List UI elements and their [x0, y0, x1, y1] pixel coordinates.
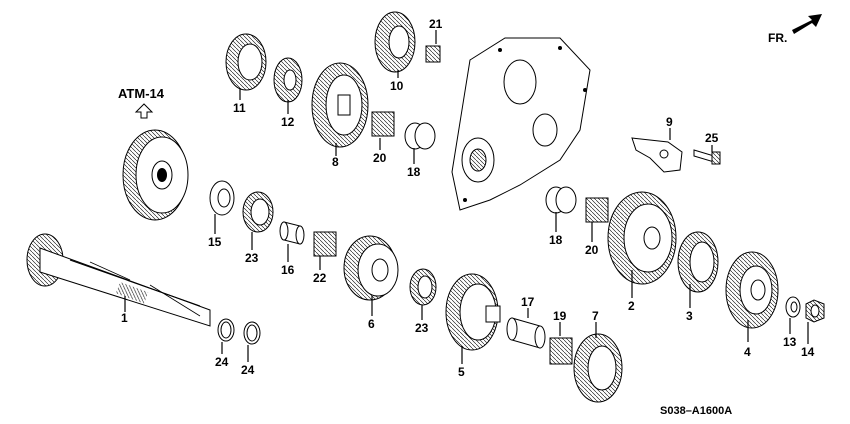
label-24a: 24	[215, 355, 229, 369]
label-11: 11	[233, 101, 246, 115]
label-1: 1	[121, 311, 128, 325]
label-20b: 20	[585, 243, 599, 257]
part-collar-18b	[545, 186, 577, 214]
label-21: 21	[429, 17, 443, 31]
part-needle-22	[313, 231, 337, 257]
label-23b: 23	[415, 321, 429, 335]
label-12: 12	[281, 115, 295, 129]
part-oring-pair	[217, 318, 261, 345]
part-needle-20b	[585, 197, 609, 223]
part-bearing-3	[677, 231, 719, 293]
label-22: 22	[313, 271, 327, 285]
part-gear-4	[725, 251, 779, 329]
part-needle-19	[549, 337, 573, 365]
label-15: 15	[208, 235, 222, 249]
atm-ref-label: ATM-14	[118, 86, 165, 101]
part-mainshaft	[26, 233, 211, 327]
label-10: 10	[390, 79, 404, 93]
label-17: 17	[521, 295, 535, 309]
label-16: 16	[281, 263, 295, 277]
ref-arrow-icon	[134, 103, 154, 119]
part-nut-14	[805, 299, 825, 323]
part-bolt-25	[693, 149, 721, 165]
part-collar-16	[279, 221, 305, 245]
label-24b: 24	[241, 363, 255, 377]
part-needle-20a	[371, 111, 395, 137]
part-washer-15	[209, 180, 235, 216]
label-4: 4	[744, 345, 751, 359]
label-6: 6	[368, 317, 375, 331]
label-9: 9	[666, 115, 673, 129]
label-14: 14	[801, 345, 815, 359]
label-18a: 18	[407, 165, 421, 179]
part-needle-21	[425, 45, 441, 63]
label-3: 3	[686, 309, 693, 323]
direction-arrow-icon: FR.	[768, 14, 822, 45]
label-23a: 23	[245, 251, 259, 265]
transmission-cover	[451, 37, 591, 211]
clutch-drum	[122, 129, 189, 221]
part-number-labels: 1 2 3 4 5 6 7 8 9 10 11 12 13 14 15 16 1…	[121, 17, 815, 379]
part-collar-17	[506, 317, 546, 349]
part-gear-8	[311, 62, 369, 148]
label-8: 8	[332, 155, 339, 169]
part-washer-13	[785, 296, 801, 318]
label-20a: 20	[373, 151, 387, 165]
diagram-code: S038–A1600A	[660, 405, 732, 417]
part-gear-7	[573, 333, 623, 403]
leader-lines	[124, 30, 809, 364]
label-19: 19	[553, 309, 567, 323]
label-2: 2	[628, 299, 635, 313]
part-sensor-9	[631, 137, 683, 173]
part-collar-18a	[404, 122, 436, 150]
part-bearing-23b	[409, 268, 437, 306]
label-5: 5	[458, 365, 465, 379]
part-gear-5	[445, 273, 501, 351]
part-bearing-11	[225, 33, 267, 91]
label-18b: 18	[549, 233, 563, 247]
label-7: 7	[592, 309, 599, 323]
part-bearing-23a	[242, 191, 274, 233]
label-13: 13	[783, 335, 797, 349]
part-gear-6	[343, 235, 399, 301]
part-gear-10	[374, 11, 416, 73]
part-gear-12	[273, 57, 303, 103]
part-gear-2	[607, 191, 677, 285]
label-25: 25	[705, 131, 719, 145]
direction-label: FR.	[768, 31, 787, 45]
